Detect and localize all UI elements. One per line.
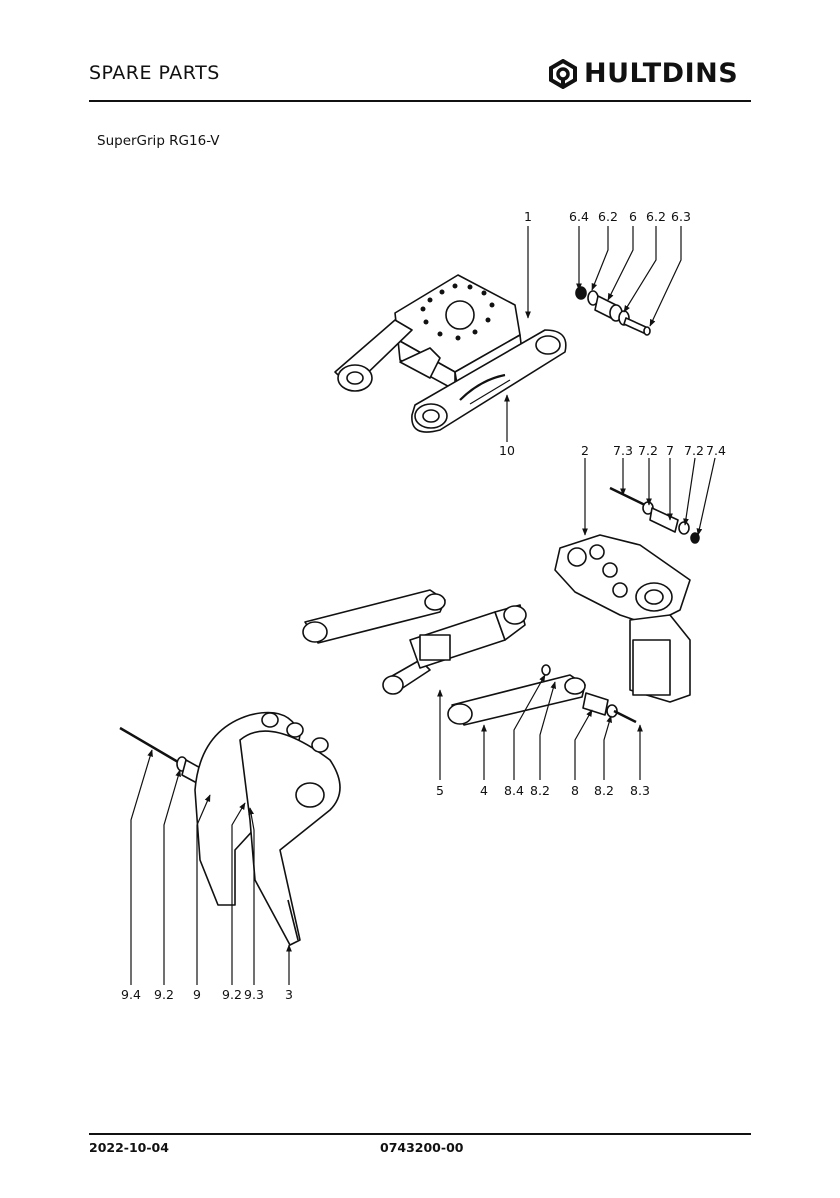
document-number: 0743200-00	[380, 1140, 464, 1155]
callout-9: 9	[193, 987, 201, 1002]
callout-7-4: 7.4	[706, 443, 726, 458]
callout-3: 3	[285, 987, 293, 1002]
callout-9-2-a: 9.2	[154, 987, 174, 1002]
callout-7-2-a: 7.2	[638, 443, 658, 458]
page-title: SPARE PARTS	[89, 62, 220, 84]
callout-1: 1	[524, 209, 532, 224]
callout-4: 4	[480, 783, 488, 798]
callout-10: 10	[499, 443, 515, 458]
callout-8-2-b: 8.2	[594, 783, 614, 798]
footer-date: 2022-10-04	[89, 1140, 169, 1155]
callout-8-2-a: 8.2	[530, 783, 550, 798]
model-name: SuperGrip RG16-V	[97, 133, 220, 149]
hydraulic-cylinder	[382, 604, 527, 695]
pin-set-6	[575, 286, 651, 336]
callout-6: 6	[629, 209, 637, 224]
callout-leaders	[130, 226, 716, 985]
link-arm-upper	[302, 589, 446, 644]
hultdins-logo-icon	[549, 58, 577, 89]
callout-6-2-a: 6.2	[598, 209, 618, 224]
callout-2: 2	[581, 443, 589, 458]
callout-8: 8	[571, 783, 579, 798]
callout-9-4: 9.4	[121, 987, 141, 1002]
callout-6-3: 6.3	[671, 209, 691, 224]
gripper-head	[554, 534, 691, 703]
rotator-bracket	[334, 274, 567, 433]
callout-9-3: 9.3	[244, 987, 264, 1002]
header-divider	[89, 100, 751, 102]
callout-7: 7	[666, 443, 674, 458]
callout-6-2-b: 6.2	[646, 209, 666, 224]
callout-5: 5	[436, 783, 444, 798]
callout-7-2-b: 7.2	[684, 443, 704, 458]
callout-8-4: 8.4	[504, 783, 524, 798]
callout-9-2-b: 9.2	[222, 987, 242, 1002]
grapple-jaws	[119, 711, 341, 946]
link-arm-lower	[447, 664, 637, 726]
callout-6-4: 6.4	[569, 209, 589, 224]
pin-set-7	[609, 486, 700, 544]
callout-8-3: 8.3	[630, 783, 650, 798]
footer-divider	[89, 1133, 751, 1135]
brand-logo: HULTDINS	[548, 58, 738, 89]
brand-name: HULTDINS	[584, 58, 739, 89]
callout-7-3: 7.3	[613, 443, 633, 458]
